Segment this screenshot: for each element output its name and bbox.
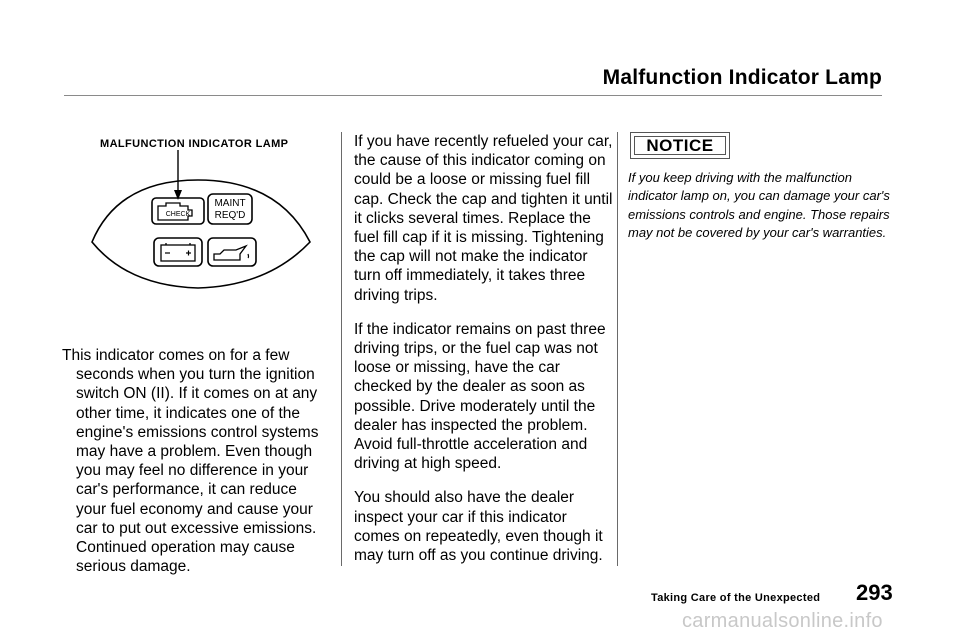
maint-reqd-icon: MAINT REQ'D bbox=[207, 193, 253, 225]
notice-body: If you keep driving with the malfunction… bbox=[628, 169, 890, 243]
col2-paragraph-3: You should also have the dealer inspect … bbox=[354, 489, 603, 565]
column-divider-left bbox=[341, 132, 342, 566]
figure-label: MALFUNCTION INDICATOR LAMP bbox=[100, 138, 289, 150]
col1-paragraph: This indicator comes on for a few second… bbox=[62, 347, 319, 576]
footer-section-label: Taking Care of the Unexpected bbox=[651, 592, 821, 604]
col2-paragraph-1: If you have recently refueled your car, … bbox=[354, 133, 613, 304]
notice-title: NOTICE bbox=[646, 136, 714, 155]
notice-paragraph: If you keep driving with the malfunction… bbox=[628, 170, 890, 241]
reqd-lamp-text: REQ'D bbox=[215, 210, 246, 221]
column-2-text: If you have recently refueled your car, … bbox=[354, 132, 616, 565]
oil-pressure-icon bbox=[207, 237, 257, 267]
watermark: carmanualsonline.info bbox=[682, 610, 883, 632]
page-number: 293 bbox=[856, 580, 893, 605]
battery-charge-icon bbox=[153, 237, 203, 267]
check-engine-icon: CHECK bbox=[151, 197, 205, 225]
page-title: Malfunction Indicator Lamp bbox=[602, 66, 882, 89]
col2-paragraph-2: If the indicator remains on past three d… bbox=[354, 320, 606, 473]
check-lamp-text: CHECK bbox=[166, 211, 191, 218]
instrument-panel-diagram: CHECK MAINT REQ'D bbox=[91, 150, 311, 289]
maint-lamp-text: MAINT bbox=[214, 198, 245, 209]
notice-box: NOTICE bbox=[630, 132, 730, 159]
header-rule bbox=[64, 95, 882, 96]
column-divider-right bbox=[617, 132, 618, 566]
column-1-text: This indicator comes on for a few second… bbox=[62, 346, 330, 576]
